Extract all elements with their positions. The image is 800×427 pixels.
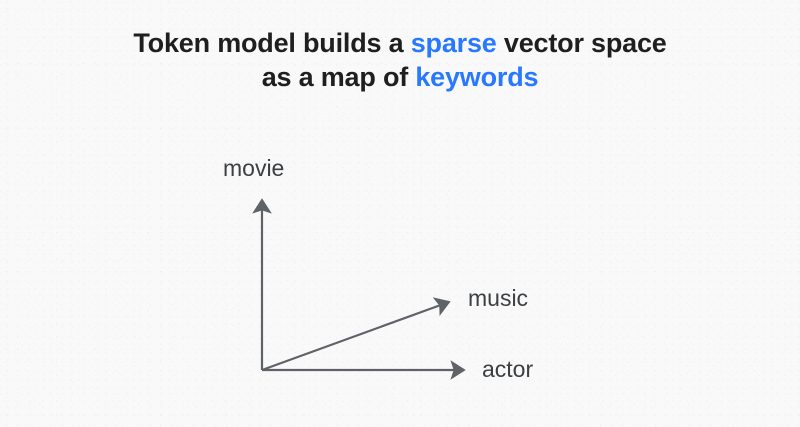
axis-label-music: music [468, 285, 529, 311]
title-accent-keywords: keywords [415, 62, 539, 92]
page-title: Token model builds a sparse vector space… [0, 26, 800, 94]
title-line-1-text-after: vector space [496, 28, 667, 58]
title-line-1: Token model builds a sparse vector space [0, 26, 800, 60]
axis-label-actor: actor [482, 356, 534, 382]
diagonal-vector-line [261, 297, 451, 372]
title-line-2-text-before: as a map of [261, 62, 416, 92]
title-line-1-text-before: Token model builds a [133, 28, 411, 58]
axis-label-movie: movie [223, 155, 285, 181]
title-accent-sparse: sparse [410, 28, 497, 58]
title-line-2: as a map of keywords [0, 60, 800, 94]
